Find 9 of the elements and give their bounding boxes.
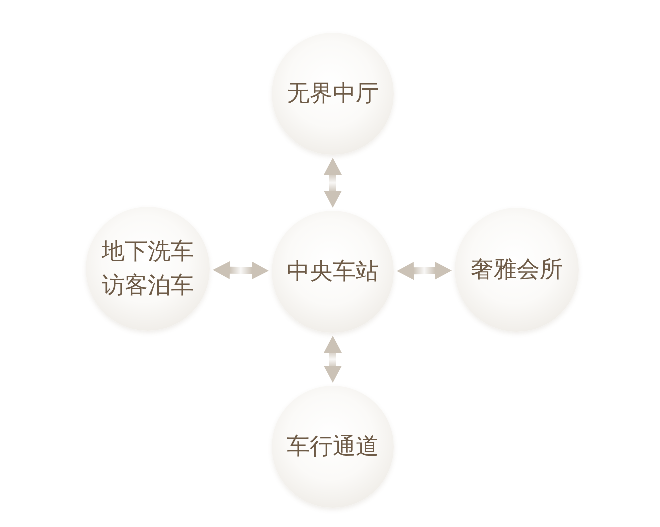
- double-arrow: [324, 158, 342, 208]
- node-label: 无界中厅: [286, 80, 380, 108]
- node-label: 奢雅会所: [470, 256, 564, 284]
- double-arrow: [212, 261, 270, 280]
- node-label: 地下洗车访客泊车: [101, 238, 195, 300]
- double-arrow: [396, 262, 452, 280]
- double-arrow: [324, 336, 342, 383]
- node-label: 中央车站: [286, 258, 380, 286]
- node-label: 车行通道: [286, 432, 380, 461]
